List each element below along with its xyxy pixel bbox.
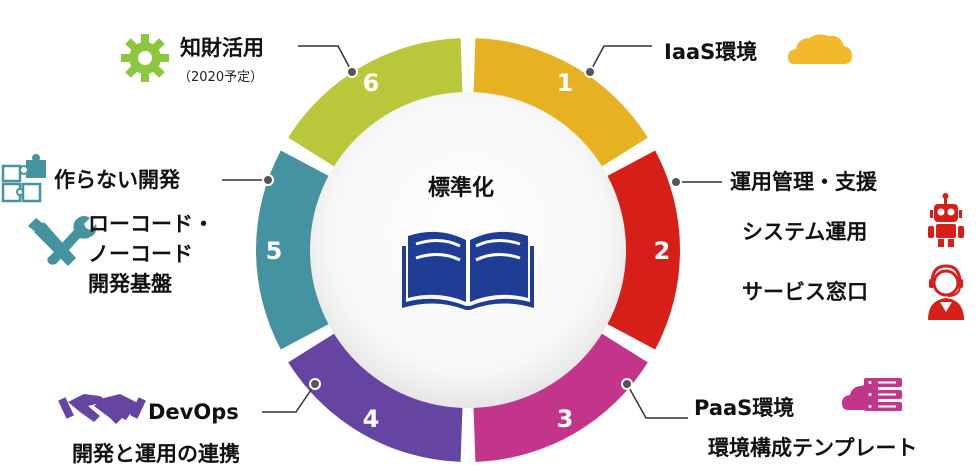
- connector-1-line: [589, 45, 652, 73]
- label-iaas: IaaS環境: [664, 40, 758, 64]
- connector-3-line: [626, 383, 688, 419]
- ring-segment-3: [473, 332, 648, 462]
- label-nocode: ノーコード: [88, 242, 193, 266]
- ring-segment-5: [256, 150, 331, 350]
- puzzle-icon: [1, 154, 46, 203]
- ring-segments: [256, 38, 681, 462]
- connector-lines: [222, 45, 722, 419]
- connector-4-line: [262, 383, 316, 413]
- gear-icon: [121, 34, 169, 82]
- center-disc: [310, 92, 626, 408]
- label-env-template: 環境構成テンプレート: [708, 436, 918, 460]
- headset-operator-icon: [928, 264, 964, 320]
- robot-icon: [928, 193, 964, 247]
- center-title: 標準化: [428, 176, 495, 201]
- cloud-icon: [788, 34, 852, 64]
- connector-3-dot: [621, 378, 633, 390]
- label-devops: DevOps: [148, 400, 239, 424]
- segment-numbers: 1 2 3 4 5 6: [266, 69, 671, 433]
- connector-1-dot: [584, 66, 596, 78]
- label-lowcode: ローコード・: [88, 212, 214, 236]
- label-2020-planned: （2020予定）: [178, 70, 264, 85]
- connector-5-dot: [262, 174, 274, 186]
- ring-segment-1: [473, 38, 648, 168]
- label-ip-utilization: 知財活用: [180, 36, 264, 60]
- open-book-icon: [402, 231, 534, 310]
- connector-6-line: [298, 45, 353, 73]
- segment-number-6: 6: [363, 69, 380, 97]
- segment-number-5: 5: [266, 237, 283, 265]
- label-system-ops: システム運用: [742, 220, 868, 244]
- ring-segment-4: [288, 332, 463, 462]
- segment-number-1: 1: [557, 69, 574, 97]
- tools-icon: [28, 216, 97, 266]
- segment-number-3: 3: [557, 405, 574, 433]
- connector-2-dot: [670, 176, 682, 188]
- ring-segment-6: [288, 38, 463, 168]
- ring-segment-2: [605, 150, 681, 350]
- connector-4-dot: [309, 378, 321, 390]
- label-dev-ops-link: 開発と運用の連携: [72, 442, 240, 466]
- label-no-build-dev: 作らない開発: [54, 168, 180, 192]
- segment-number-2: 2: [654, 237, 671, 265]
- segment-number-4: 4: [363, 405, 380, 433]
- label-ops-support: 運用管理・支援: [730, 170, 877, 194]
- cloud-server-icon: [842, 378, 902, 411]
- label-service-desk: サービス窓口: [742, 280, 868, 304]
- label-dev-platform: 開発基盤: [88, 272, 172, 296]
- handshake-icon: [58, 394, 146, 424]
- connector-6-dot: [346, 66, 358, 78]
- label-paas: PaaS環境: [694, 396, 795, 420]
